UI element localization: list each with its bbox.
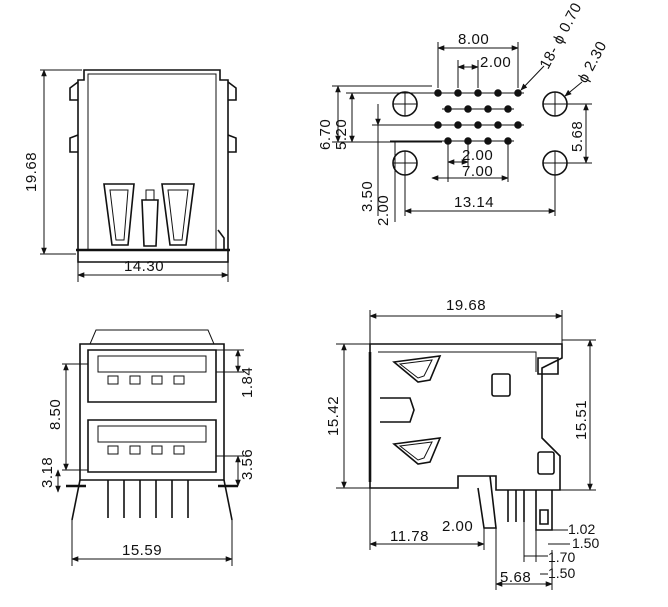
pin-holes-label: 18- ϕ 0.70 [537, 0, 586, 72]
top-view: 19.68 14.30 [23, 69, 237, 282]
top-view-width-label: 14.30 [124, 258, 164, 275]
leader-mount-hole [564, 81, 583, 97]
side-view: 19.68 15.42 15.51 11.78 2.00 1.02 1.50 1… [325, 297, 599, 590]
spring-finger-left-inner [109, 189, 129, 241]
top-view-height-label: 19.68 [23, 152, 40, 192]
mount-hole-label: ϕ 2.30 [575, 38, 611, 86]
upper-port-tongue [97, 355, 207, 373]
side-total-height-label: 15.51 [573, 400, 590, 440]
pin-d-label: 1.50 [548, 565, 575, 581]
lower-port [87, 419, 217, 473]
mount-span-label: 13.14 [454, 194, 494, 211]
upper-gap-label: 1.84 [239, 367, 256, 398]
leader-pin-holes [520, 65, 545, 91]
latch-right-top [227, 81, 237, 101]
inner-pitch-label: 2.00 [462, 147, 493, 164]
pin-b-label: 1.50 [572, 535, 599, 551]
front-pins [71, 479, 233, 521]
side-window-lower [537, 451, 555, 475]
center-tab [141, 199, 159, 247]
top-view-inner [87, 73, 217, 251]
side-depth-label: 11.78 [390, 528, 429, 545]
side-leg-rear [535, 490, 553, 531]
mount-vertical-label: 5.68 [569, 121, 586, 152]
side-length-label: 19.68 [446, 297, 486, 314]
port-height-label: 8.50 [47, 399, 64, 430]
center-tab-top [145, 189, 155, 201]
pin-a-label: 1.02 [568, 521, 595, 537]
pitch-label: 2.00 [480, 54, 511, 71]
front-view: 8.50 3.18 1.84 3.56 15.59 [39, 329, 256, 566]
side-window [491, 373, 511, 397]
lower-port-tongue [97, 425, 207, 443]
latch-left-top [69, 81, 79, 101]
flange-corner [217, 229, 225, 250]
latch-right-bottom [227, 134, 237, 153]
pin-span-label: 5.68 [500, 569, 531, 586]
row-span-label: 6.70 [317, 119, 334, 150]
side-center-tab [380, 397, 415, 423]
pin-offset-label: 2.00 [442, 518, 473, 535]
row-pitch-label: 2.00 [375, 195, 392, 226]
offset-label: 3.18 [39, 457, 56, 488]
front-width-label: 15.59 [122, 542, 162, 559]
front-view-body [79, 343, 225, 481]
side-pins [507, 490, 525, 522]
pin-hole-grid [434, 89, 522, 145]
side-latch-upper [392, 355, 442, 383]
inner-span-label: 7.00 [462, 163, 493, 180]
front-view-top [89, 329, 215, 345]
side-latch-lower [392, 437, 442, 465]
row-offset-label: 5.20 [333, 119, 350, 150]
spring-finger-right-inner [167, 189, 189, 241]
lower-label: 3.56 [239, 449, 256, 480]
upper-port [87, 349, 217, 403]
mount-offset-label: 3.50 [359, 181, 376, 212]
side-view-shell [378, 351, 537, 372]
spring-finger-right [161, 183, 195, 246]
latch-left-bottom [69, 134, 79, 153]
side-leg-front [477, 475, 497, 529]
pcb-layout-view: 8.00 2.00 18- ϕ 0.70 ϕ 2.30 6.70 5.20 3.… [317, 0, 611, 226]
side-height-label: 15.42 [325, 396, 342, 436]
pin-c-label: 1.70 [548, 549, 575, 565]
pitch-total-label: 8.00 [458, 31, 489, 48]
top-view-body [77, 69, 229, 263]
spring-finger-left [103, 183, 135, 246]
